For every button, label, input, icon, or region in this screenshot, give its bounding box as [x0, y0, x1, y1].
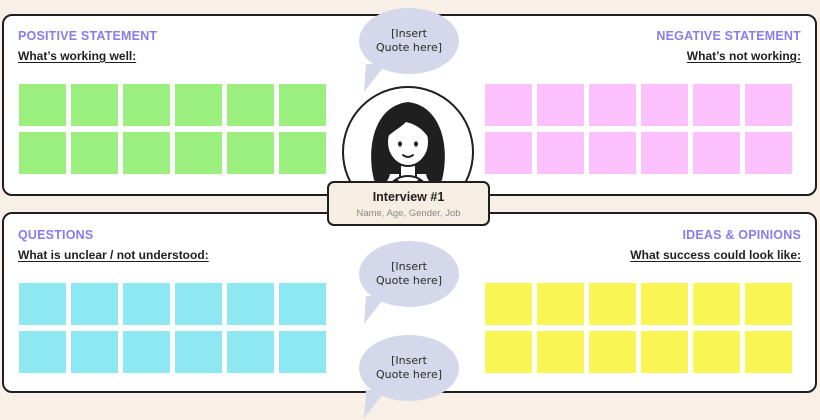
- positive-sticky-note[interactable]: [71, 84, 118, 126]
- ideas-sticky-note[interactable]: [485, 331, 532, 373]
- positive-sticky-note[interactable]: [123, 84, 170, 126]
- interview-subtitle: Name, Age, Gender, Job: [356, 208, 461, 219]
- questions-sticky-note[interactable]: [123, 331, 170, 373]
- quote-bubble-1-line1: [Insert: [391, 27, 427, 40]
- questions-sticky-note[interactable]: [71, 331, 118, 373]
- quote-bubble-2-line2: Quote here]: [375, 274, 443, 287]
- questions-sticky-note[interactable]: [175, 283, 222, 325]
- negative-sticky-note[interactable]: [693, 84, 740, 126]
- ideas-sticky-note[interactable]: [641, 331, 688, 373]
- interview-card[interactable]: Interview #1 Name, Age, Gender, Job: [327, 181, 490, 226]
- ideas-opinions-title: IDEAS & OPINIONS: [682, 228, 801, 242]
- negative-sticky-note[interactable]: [641, 84, 688, 126]
- bubble-tail-1: [364, 64, 386, 92]
- positive-sticky-note[interactable]: [279, 84, 326, 126]
- questions-sticky-note[interactable]: [123, 283, 170, 325]
- negative-sticky-note[interactable]: [589, 132, 636, 174]
- ideas-sticky-note[interactable]: [537, 331, 584, 373]
- ideas-sticky-note[interactable]: [537, 283, 584, 325]
- ideas-sticky-note[interactable]: [693, 331, 740, 373]
- questions-sticky-note[interactable]: [227, 331, 274, 373]
- questions-sticky-note[interactable]: [279, 283, 326, 325]
- negative-statement-subtitle: What’s not working:: [686, 49, 801, 63]
- positive-sticky-note[interactable]: [19, 84, 66, 126]
- positive-sticky-note[interactable]: [227, 84, 274, 126]
- ideas-sticky-note[interactable]: [693, 283, 740, 325]
- ideas-sticky-note[interactable]: [745, 283, 792, 325]
- ideas-sticky-note[interactable]: [589, 331, 636, 373]
- positive-sticky-note[interactable]: [123, 132, 170, 174]
- positive-sticky-note[interactable]: [19, 132, 66, 174]
- positive-sticky-note[interactable]: [71, 132, 118, 174]
- positive-sticky-note[interactable]: [175, 132, 222, 174]
- positive-notes-grid: [19, 84, 326, 174]
- quote-bubble-1-line2: Quote here]: [375, 41, 443, 54]
- questions-sticky-note[interactable]: [227, 283, 274, 325]
- questions-title: QUESTIONS: [18, 228, 94, 242]
- questions-sticky-note[interactable]: [71, 283, 118, 325]
- negative-sticky-note[interactable]: [745, 132, 792, 174]
- negative-sticky-note[interactable]: [745, 84, 792, 126]
- questions-sticky-note[interactable]: [279, 331, 326, 373]
- questions-sticky-note[interactable]: [175, 331, 222, 373]
- questions-subtitle: What is unclear / not understood:: [18, 248, 209, 262]
- negative-sticky-note[interactable]: [537, 84, 584, 126]
- positive-statement-subtitle: What’s working well:: [18, 49, 137, 63]
- negative-statement-title: NEGATIVE STATEMENT: [656, 29, 801, 43]
- bubble-tail-2: [364, 296, 386, 324]
- ideas-sticky-note[interactable]: [485, 283, 532, 325]
- negative-sticky-note[interactable]: [641, 132, 688, 174]
- negative-sticky-note[interactable]: [693, 132, 740, 174]
- ideas-sticky-note[interactable]: [745, 331, 792, 373]
- ideas-sticky-note[interactable]: [589, 283, 636, 325]
- interviewee-avatar: [342, 86, 474, 218]
- negative-sticky-note[interactable]: [589, 84, 636, 126]
- questions-notes-grid: [19, 283, 326, 373]
- interview-title: Interview #1: [372, 190, 445, 204]
- questions-sticky-note[interactable]: [19, 283, 66, 325]
- negative-sticky-note[interactable]: [485, 132, 532, 174]
- negative-notes-grid: [485, 84, 792, 174]
- positive-sticky-note[interactable]: [175, 84, 222, 126]
- negative-sticky-note[interactable]: [537, 132, 584, 174]
- positive-sticky-note[interactable]: [227, 132, 274, 174]
- negative-sticky-note[interactable]: [485, 84, 532, 126]
- positive-statement-title: POSITIVE STATEMENT: [18, 29, 158, 43]
- ideas-sticky-note[interactable]: [641, 283, 688, 325]
- quote-bubble-3-line2: Quote here]: [375, 368, 443, 381]
- ideas-notes-grid: [485, 283, 792, 373]
- questions-sticky-note[interactable]: [19, 331, 66, 373]
- quote-bubble-3-line1: [Insert: [391, 354, 427, 367]
- positive-sticky-note[interactable]: [279, 132, 326, 174]
- quote-bubble-2-line1: [Insert: [391, 260, 427, 273]
- ideas-opinions-subtitle: What success could look like:: [630, 248, 801, 262]
